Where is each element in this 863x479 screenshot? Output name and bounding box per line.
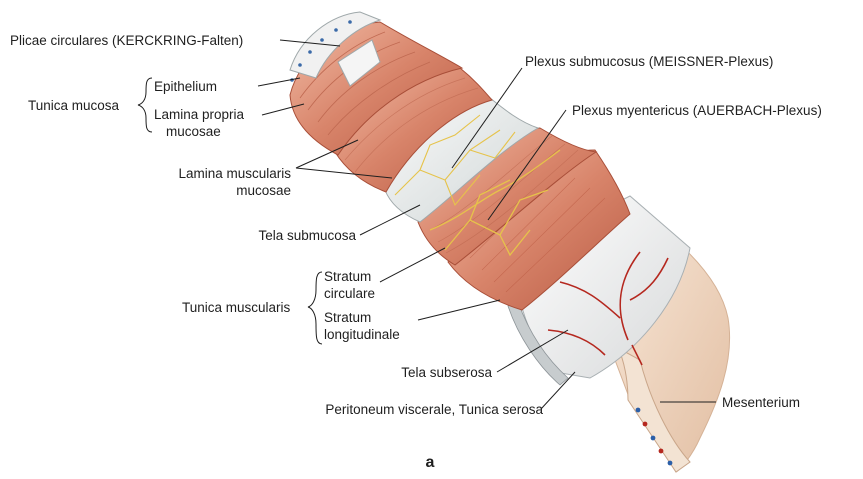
label-stratum-longitudinale-2: longitudinale <box>324 327 400 342</box>
label-plexus-submucosus: Plexus submucosus (MEISSNER-Plexus) <box>525 54 773 69</box>
tunica-muscularis-brace <box>308 272 322 344</box>
label-stratum-circulare-1: Stratum <box>324 269 371 284</box>
label-stratum-longitudinale-1: Stratum <box>324 310 371 325</box>
label-tunica-mucosa: Tunica mucosa <box>28 98 120 113</box>
label-tela-subserosa: Tela subserosa <box>401 365 492 380</box>
label-tela-submucosa: Tela submucosa <box>258 228 356 243</box>
label-lamina-muscularis-2: mucosae <box>236 183 291 198</box>
label-epithelium: Epithelium <box>154 79 217 94</box>
label-plicae-circulares: Plicae circulares (KERCKRING-Falten) <box>10 33 243 48</box>
label-lamina-propria-1: Lamina propria <box>154 107 245 122</box>
panel-label: a <box>426 454 435 471</box>
label-peritoneum: Peritoneum viscerale, Tunica serosa <box>325 402 543 417</box>
tunica-mucosa-brace <box>138 78 152 132</box>
label-mesenterium: Mesenterium <box>722 395 800 410</box>
label-lamina-propria-2: mucosae <box>166 124 221 139</box>
label-stratum-circulare-2: circulare <box>324 286 375 301</box>
label-plexus-myentericus: Plexus myentericus (AUERBACH-Plexus) <box>572 103 822 118</box>
label-lamina-muscularis-1: Lamina muscularis <box>178 166 291 181</box>
label-tunica-muscularis: Tunica muscularis <box>182 300 291 315</box>
